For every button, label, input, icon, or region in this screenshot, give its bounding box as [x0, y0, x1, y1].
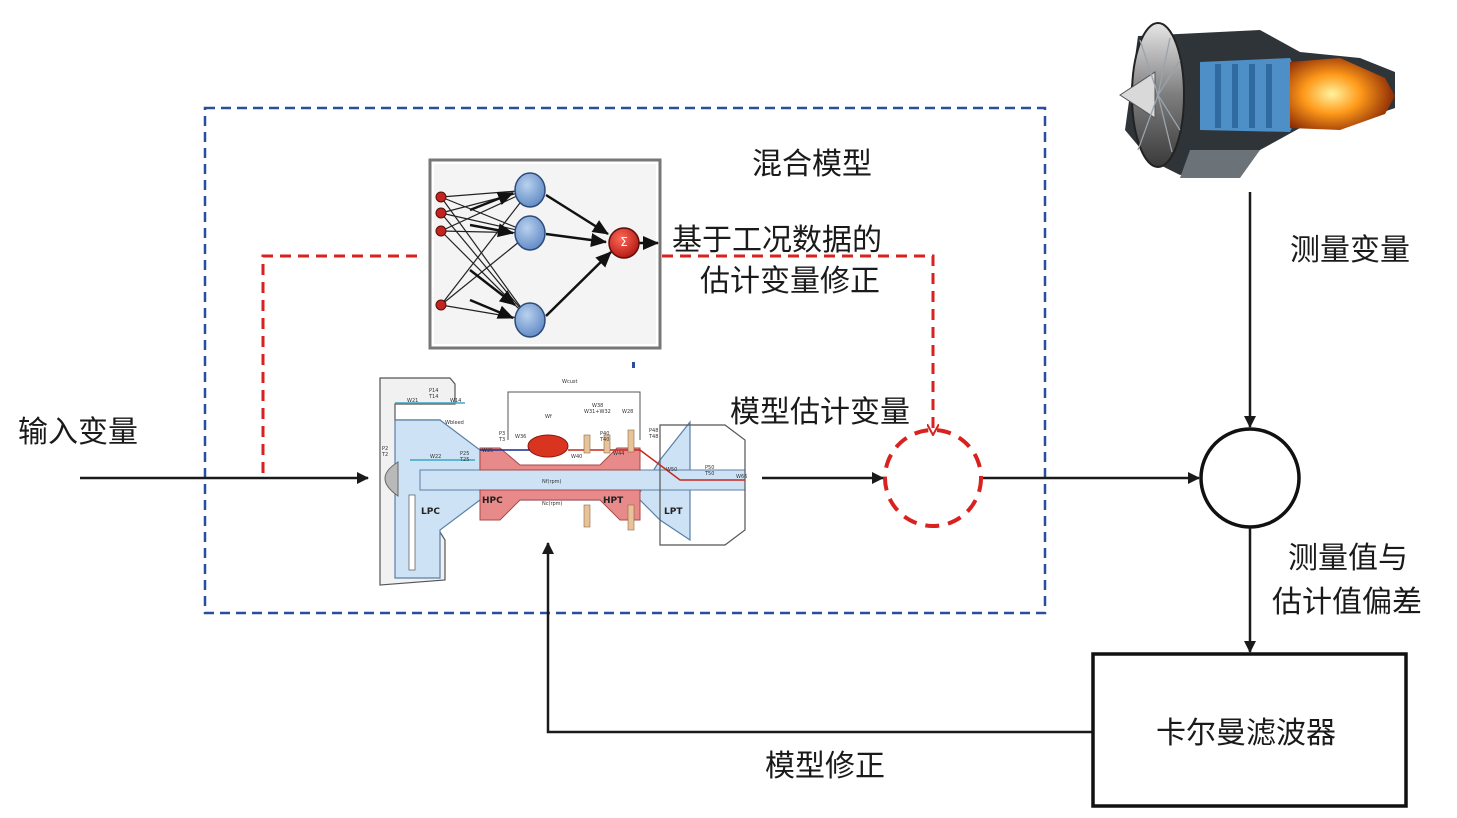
- wf-label: Wf: [545, 414, 552, 420]
- kalman-filter-box: [1091, 652, 1408, 808]
- t3-label: T3: [498, 437, 505, 443]
- lpt-label: LPT: [664, 507, 683, 517]
- correction-label-line2: 估计变量修正: [700, 264, 880, 299]
- p14-label: P14: [429, 388, 438, 394]
- estimate-node: [883, 428, 983, 528]
- p40-label: P40: [600, 431, 609, 437]
- w50-label: W50: [666, 467, 677, 473]
- t40-label: T40: [599, 437, 609, 443]
- w44-label: W44: [613, 451, 624, 457]
- w21-label: W21: [407, 398, 418, 404]
- correction-label-line1: 基于工况数据的: [672, 223, 882, 258]
- w38-label: W38: [592, 403, 603, 409]
- svg-text:Σ: Σ: [620, 235, 628, 249]
- bias-label-line2: 估计值偏差: [1272, 585, 1422, 620]
- kalman-filter-label: 卡尔曼滤波器: [1156, 716, 1336, 751]
- w36-label: W36: [515, 434, 526, 440]
- w28-label: W28: [622, 409, 633, 415]
- engine-schematic: LPC HPC HPT LPT Nf(rpm) Nc(rpm) P14 T14 …: [379, 362, 747, 586]
- p48-label: P48: [649, 428, 658, 434]
- t50-label: T50: [704, 471, 714, 477]
- nn-hidden-nodes: [514, 172, 546, 338]
- hybrid-model-boundary: [203, 106, 1047, 615]
- w25-label: W25: [482, 448, 493, 454]
- t25-label: T25: [459, 457, 469, 463]
- correction-path: [261, 254, 420, 473]
- turbofan-engine-icon: [1119, 22, 1395, 178]
- w66-label: W66: [736, 474, 747, 480]
- neural-network-panel: Σ: [428, 158, 662, 350]
- nf-label: Nf(rpm): [542, 479, 562, 485]
- sigma-icon: Σ: [608, 227, 640, 259]
- wcust-label: Wcust: [562, 379, 577, 385]
- lpc-label: LPC: [421, 507, 440, 517]
- bias-label-line1: 测量值与: [1288, 541, 1408, 576]
- model-correction-label: 模型修正: [765, 749, 885, 784]
- p3-label: P3: [499, 431, 505, 437]
- model-correction-arrow: [542, 542, 1093, 734]
- t48-label: T48: [648, 434, 658, 440]
- correction-path-right: [662, 254, 933, 434]
- t2-label: T2: [381, 452, 388, 458]
- t14-label: T14: [428, 394, 438, 400]
- nn-input-nodes: [435, 191, 447, 311]
- comparison-node: [1199, 427, 1301, 529]
- hpc-label: HPC: [482, 496, 503, 506]
- p2-label: P2: [382, 446, 388, 452]
- hybrid-model-label: 混合模型: [752, 147, 872, 182]
- hpt-label: HPT: [603, 496, 624, 506]
- input-variable-label: 输入变量: [18, 415, 138, 450]
- p50-label: P50: [705, 465, 714, 471]
- w14-label: W14: [450, 398, 461, 404]
- wbleed-label: Wbleed: [445, 420, 464, 426]
- measured-variable-label: 测量变量: [1290, 233, 1410, 268]
- model-estimate-label: 模型估计变量: [730, 395, 910, 430]
- nc-label: Nc(rpm): [542, 501, 563, 507]
- w31w32-label: W31+W32: [584, 409, 611, 415]
- w40-label: W40: [571, 454, 582, 460]
- p25-label: P25: [460, 451, 469, 457]
- w22-label: W22: [430, 454, 441, 460]
